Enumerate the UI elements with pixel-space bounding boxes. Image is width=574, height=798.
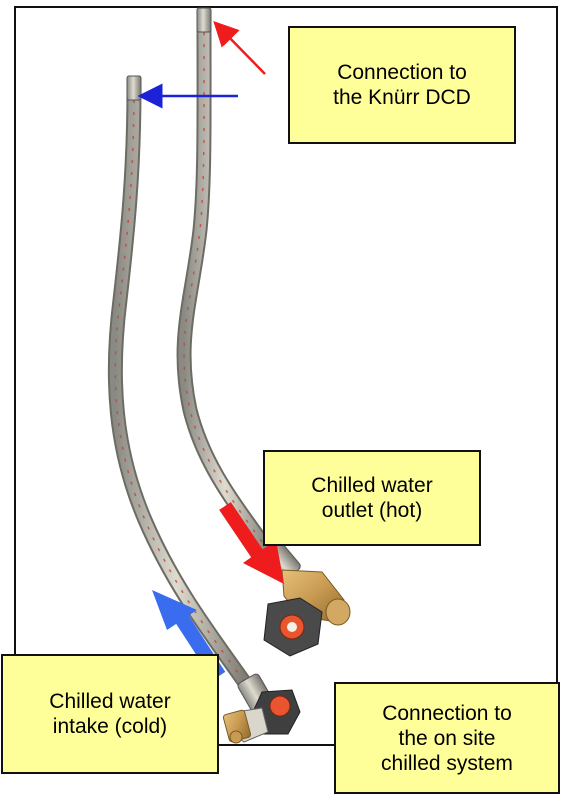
callout-water-outlet: Chilled water outlet (hot) bbox=[263, 450, 481, 546]
valve-intake-knob bbox=[270, 696, 290, 716]
callout-outlet-line2: outlet (hot) bbox=[322, 498, 422, 523]
callout-dcd-connection: Connection to the Knürr DCD bbox=[288, 26, 516, 144]
callout-intake-line1: Chilled water bbox=[49, 689, 170, 714]
callout-site-connection: Connection to the on site chilled system bbox=[334, 682, 560, 794]
arrow-dcd-hot bbox=[222, 30, 265, 74]
valve-intake bbox=[223, 673, 300, 743]
callout-dcd-line2: the Knürr DCD bbox=[333, 85, 471, 110]
callout-water-intake: Chilled water intake (cold) bbox=[1, 654, 219, 774]
hose-outlet-nut bbox=[197, 8, 211, 32]
callout-outlet-line1: Chilled water bbox=[311, 473, 432, 498]
callout-site-line2: the on site bbox=[399, 726, 496, 751]
hose-outlet bbox=[184, 8, 275, 560]
callout-intake-line2: intake (cold) bbox=[53, 714, 167, 739]
callout-dcd-line1: Connection to bbox=[337, 60, 467, 85]
callout-site-line1: Connection to bbox=[382, 701, 512, 726]
hose-intake-nut bbox=[127, 76, 141, 100]
callout-site-line3: chilled system bbox=[381, 751, 513, 776]
